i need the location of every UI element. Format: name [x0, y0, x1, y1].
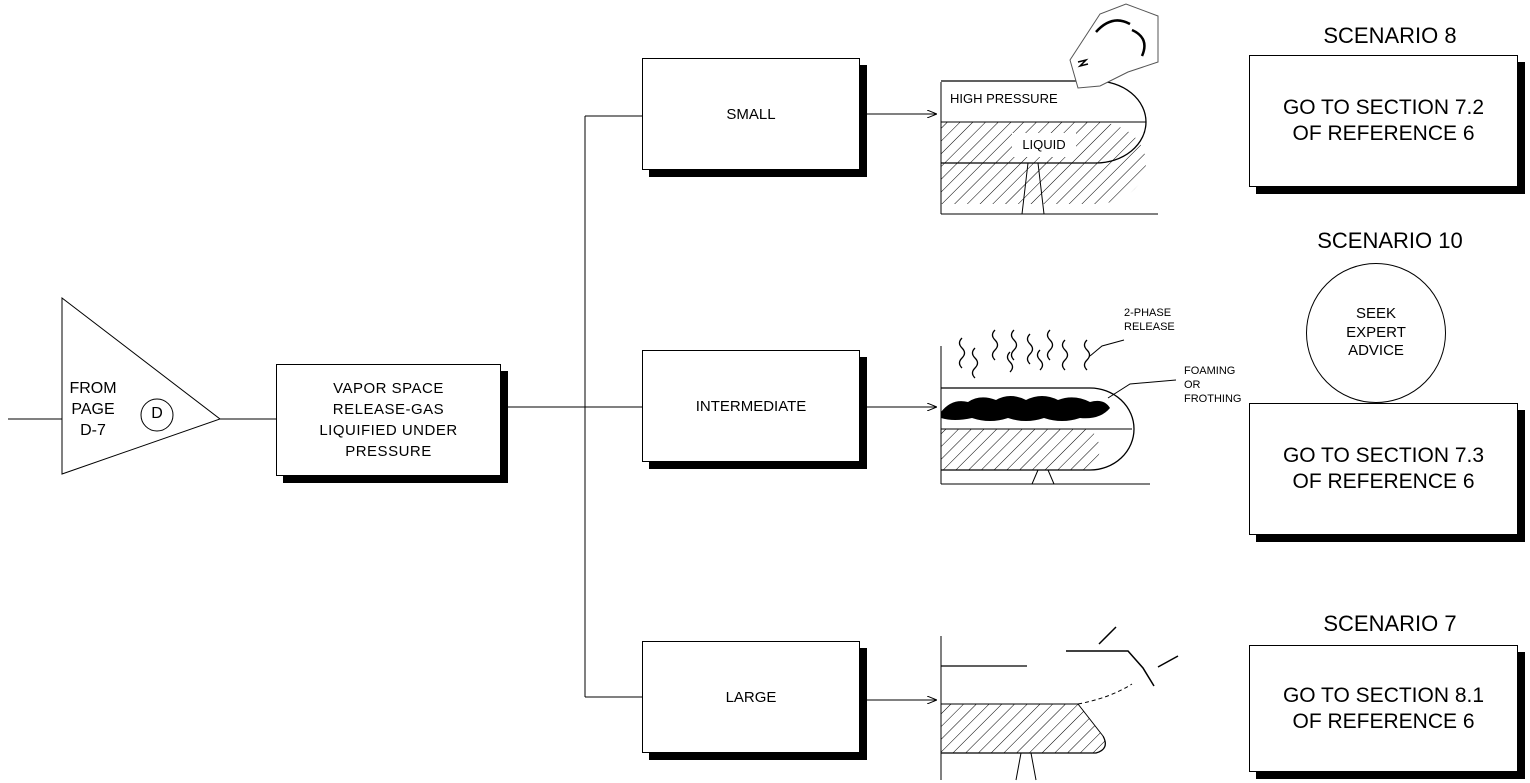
branch-intermediate-box: INTERMEDIATE: [642, 350, 860, 462]
seek-expert-advice-circle: SEEK EXPERT ADVICE: [1306, 263, 1446, 403]
ruptured-shell-icon: [1066, 626, 1179, 687]
tank-large-illustration: [940, 636, 1133, 781]
action-intermediate-box: GO TO SECTION 7.3 OF REFERENCE 6: [1249, 403, 1518, 535]
vapor-squiggles-icon: [958, 329, 1091, 379]
scenario-8-title: SCENARIO 8: [1323, 23, 1457, 48]
branch-small-box: SMALL: [642, 58, 860, 170]
vapor-space-release-box: VAPOR SPACE RELEASE-GAS LIQUIFIED UNDER …: [276, 364, 501, 476]
foaming-leader: [1107, 379, 1177, 399]
branch-large-box: LARGE: [642, 641, 860, 753]
from-page-label: FROM PAGE D-7: [69, 380, 117, 439]
from-page-triangle: [61, 296, 222, 475]
two-phase-release-label: 2-PHASE RELEASE: [1124, 307, 1175, 333]
liquid-label: LIQUID: [1022, 137, 1066, 152]
tank-intermediate-illustration: [940, 346, 1150, 485]
scenario-10-title: SCENARIO 10: [1317, 228, 1463, 253]
connector-letter: D: [151, 405, 163, 422]
action-large-box: GO TO SECTION 8.1 OF REFERENCE 6: [1249, 645, 1518, 772]
high-pressure-label: HIGH PRESSURE: [950, 91, 1058, 106]
hand-icon: [1069, 3, 1159, 89]
action-small-box: GO TO SECTION 7.2 OF REFERENCE 6: [1249, 55, 1518, 187]
foaming-frothing-label: FOAMING OR FROTHING: [1184, 365, 1242, 405]
scenario-7-title: SCENARIO 7: [1323, 611, 1457, 636]
tank-small-illustration: [940, 80, 1158, 215]
two-phase-leader: [1089, 339, 1125, 357]
connector-circle: [140, 398, 174, 432]
